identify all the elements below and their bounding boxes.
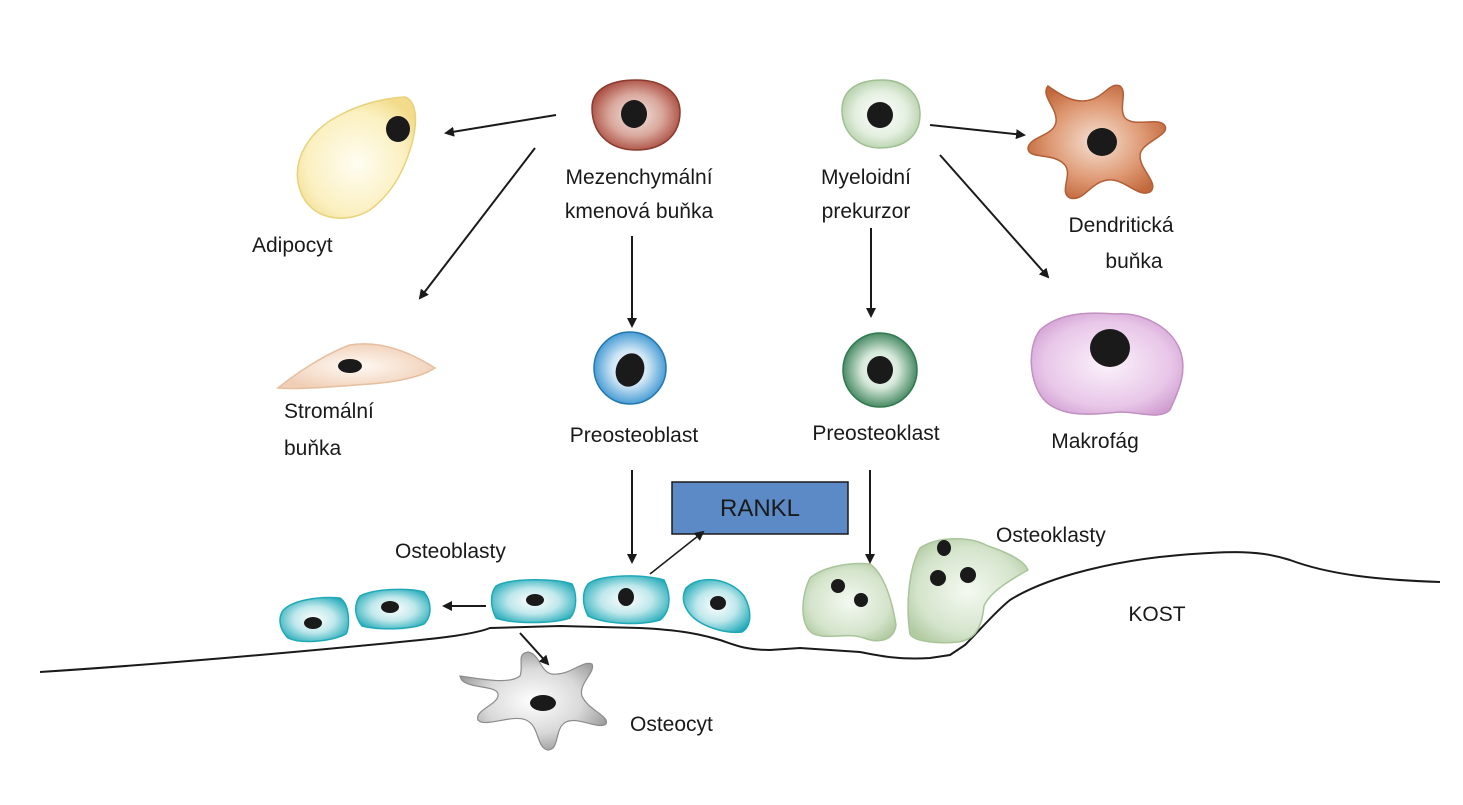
arrow-myeloid-to-dendritic bbox=[929, 124, 1026, 140]
adipocyte-cell bbox=[296, 96, 417, 219]
myeloid-label-line2: prekurzor bbox=[822, 200, 911, 223]
arrow-myeloid-to-macrophage bbox=[939, 154, 1050, 279]
mesenchymal-stem-cell bbox=[591, 79, 681, 151]
osteoblast-cell bbox=[490, 578, 577, 624]
bone-label: KOST bbox=[1128, 603, 1185, 626]
preosteoblast-label: Preosteoblast bbox=[570, 424, 699, 447]
osteoblast-cell bbox=[582, 575, 670, 625]
adipocyte-label: Adipocyt bbox=[252, 234, 333, 257]
osteoblast-cell bbox=[279, 596, 350, 643]
osteoblast-cell bbox=[682, 578, 751, 634]
myeloid-label-line1: Myeloidní bbox=[821, 166, 911, 189]
msc-label-line1: Mezenchymální bbox=[565, 166, 712, 189]
osteoclast-cell bbox=[907, 538, 1029, 644]
arrow-msc-to-adipocyte bbox=[444, 114, 557, 137]
osteoclast-cell bbox=[802, 562, 897, 642]
stromal-label-line2: buňka bbox=[284, 437, 342, 460]
rankl-label: RANKL bbox=[720, 495, 800, 522]
osteocyte-label: Osteocyt bbox=[630, 713, 713, 736]
dendritic-label-line1: Dendritická bbox=[1068, 214, 1173, 237]
msc-label-line2: kmenová buňka bbox=[565, 200, 714, 223]
stromal-label-line1: Stromální bbox=[284, 400, 374, 423]
bone-surface-line bbox=[39, 551, 1441, 673]
arrow-osteoblast-to-osteocyte bbox=[519, 632, 550, 666]
osteoblasts-label: Osteoblasty bbox=[395, 540, 506, 563]
stromal-cell bbox=[276, 343, 437, 390]
rankl-box: RANKL bbox=[671, 481, 849, 535]
myeloid-precursor-cell bbox=[841, 79, 921, 149]
preosteoclast-label: Preosteoklast bbox=[812, 422, 939, 445]
dendritic-label-line2: buňka bbox=[1105, 250, 1163, 273]
preosteoclast-cell bbox=[842, 332, 918, 408]
dendritic-cell bbox=[1027, 84, 1167, 200]
osteoblast-cell bbox=[355, 588, 431, 630]
macrophage-label: Makrofág bbox=[1051, 430, 1139, 453]
osteocyte-cell bbox=[459, 651, 607, 751]
arrow-msc-to-stromal bbox=[418, 147, 536, 300]
osteoclasts-label: Osteoklasty bbox=[996, 524, 1106, 547]
macrophage-cell bbox=[1030, 312, 1184, 416]
arrow-osteoblast-to-rankl bbox=[649, 530, 705, 575]
preosteoblast-cell bbox=[593, 331, 667, 405]
